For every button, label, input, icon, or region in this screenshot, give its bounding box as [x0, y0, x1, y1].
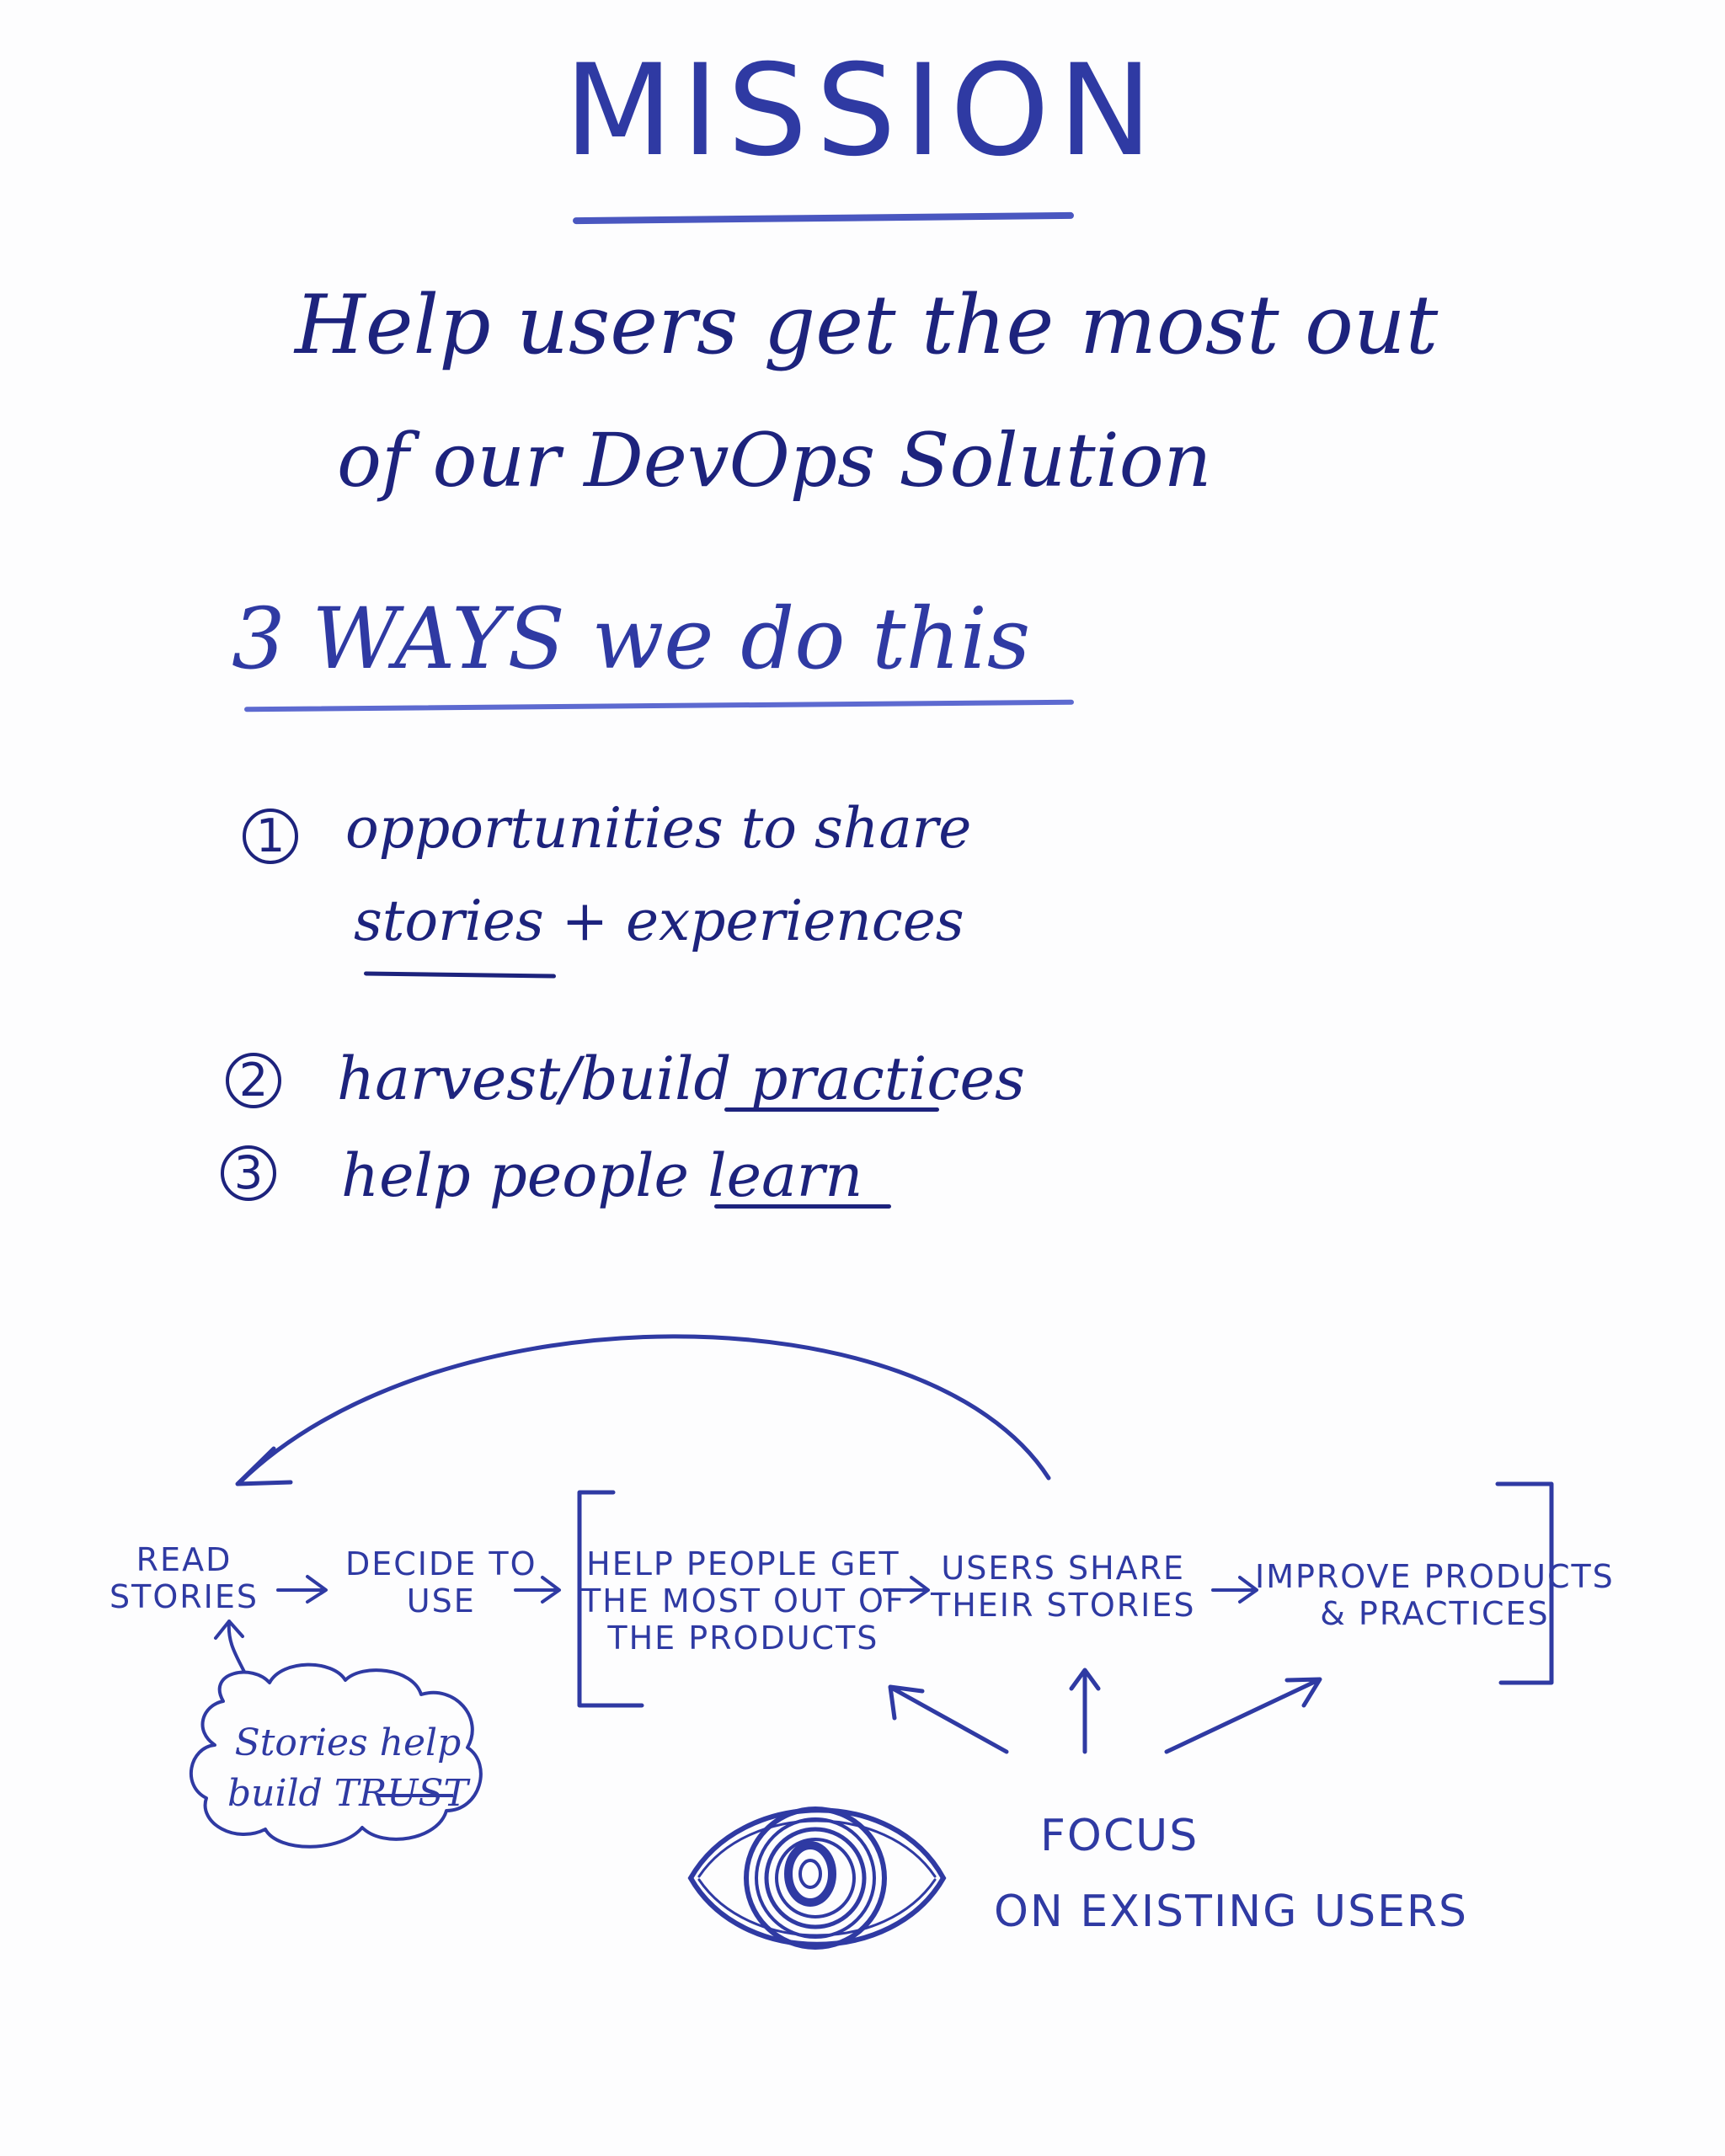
flow-step-label: & PRACTICES	[1320, 1595, 1550, 1632]
eye-icon	[687, 1806, 947, 1950]
flow-step-users-share: USERS SHARE THEIR STORIES	[931, 1550, 1195, 1624]
flow-step-label: READ	[136, 1541, 232, 1578]
curved-arrow-icon	[238, 1334, 1051, 1485]
flow-step-read-stories: READ STORIES	[109, 1541, 259, 1615]
list-number: 1	[243, 808, 298, 864]
flow-step-label: USERS SHARE	[941, 1550, 1186, 1587]
flow-step-label: STORIES	[109, 1578, 259, 1615]
right-arrow-icon	[276, 1575, 1258, 1604]
mission-statement-line-1: Help users get the most out	[295, 278, 1439, 372]
curved-arrow-head	[235, 1446, 293, 1486]
flow-step-label: THE MOST OUT OF	[581, 1582, 905, 1620]
cloud-label: build TRUST	[227, 1772, 468, 1815]
flow-step-decide-to-use: DECIDE TO USE	[345, 1545, 537, 1620]
flow-step-label: DECIDE TO	[345, 1545, 537, 1582]
flow-step-label: IMPROVE PRODUCTS	[1255, 1558, 1615, 1595]
list-item: opportunities to share	[345, 796, 972, 861]
list-item: stories + experiences	[354, 889, 964, 953]
flow-step-improve: IMPROVE PRODUCTS & PRACTICES	[1255, 1558, 1615, 1632]
focus-label: ON EXISTING USERS	[994, 1886, 1469, 1937]
cloud-icon	[190, 1662, 483, 1849]
list-item: harvest/build practices	[337, 1044, 1025, 1113]
cloud-label: Stories help	[234, 1721, 462, 1764]
flow-step-help-people: HELP PEOPLE GET THE MOST OUT OF THE PROD…	[581, 1545, 905, 1657]
page-title: MISSION	[563, 38, 1162, 184]
trust-underline	[377, 1794, 453, 1797]
flow-step-label: THE PRODUCTS	[607, 1620, 879, 1657]
flow-step-label: THEIR STORIES	[931, 1587, 1196, 1624]
list-item: help people learn	[341, 1141, 863, 1210]
bracket-icon	[1495, 1481, 1554, 1685]
focus-label: FOCUS	[1040, 1811, 1199, 1861]
learn-underline	[714, 1204, 891, 1209]
list-number: 3	[221, 1145, 276, 1201]
flow-step-label: USE	[406, 1582, 476, 1620]
bracket-icon	[577, 1490, 644, 1708]
mission-statement-line-2: of our DevOps Solution	[337, 417, 1212, 504]
flow-step-label: HELP PEOPLE GET	[586, 1545, 900, 1582]
list-number: 2	[226, 1053, 281, 1108]
ways-heading: 3 WAYS we do this	[232, 590, 1031, 688]
up-arrow-icon	[214, 1620, 246, 1673]
cloud-text: Stories help build TRUST	[227, 1718, 468, 1819]
up-arrow-icon	[888, 1668, 1322, 1754]
practices-underline	[724, 1107, 939, 1112]
